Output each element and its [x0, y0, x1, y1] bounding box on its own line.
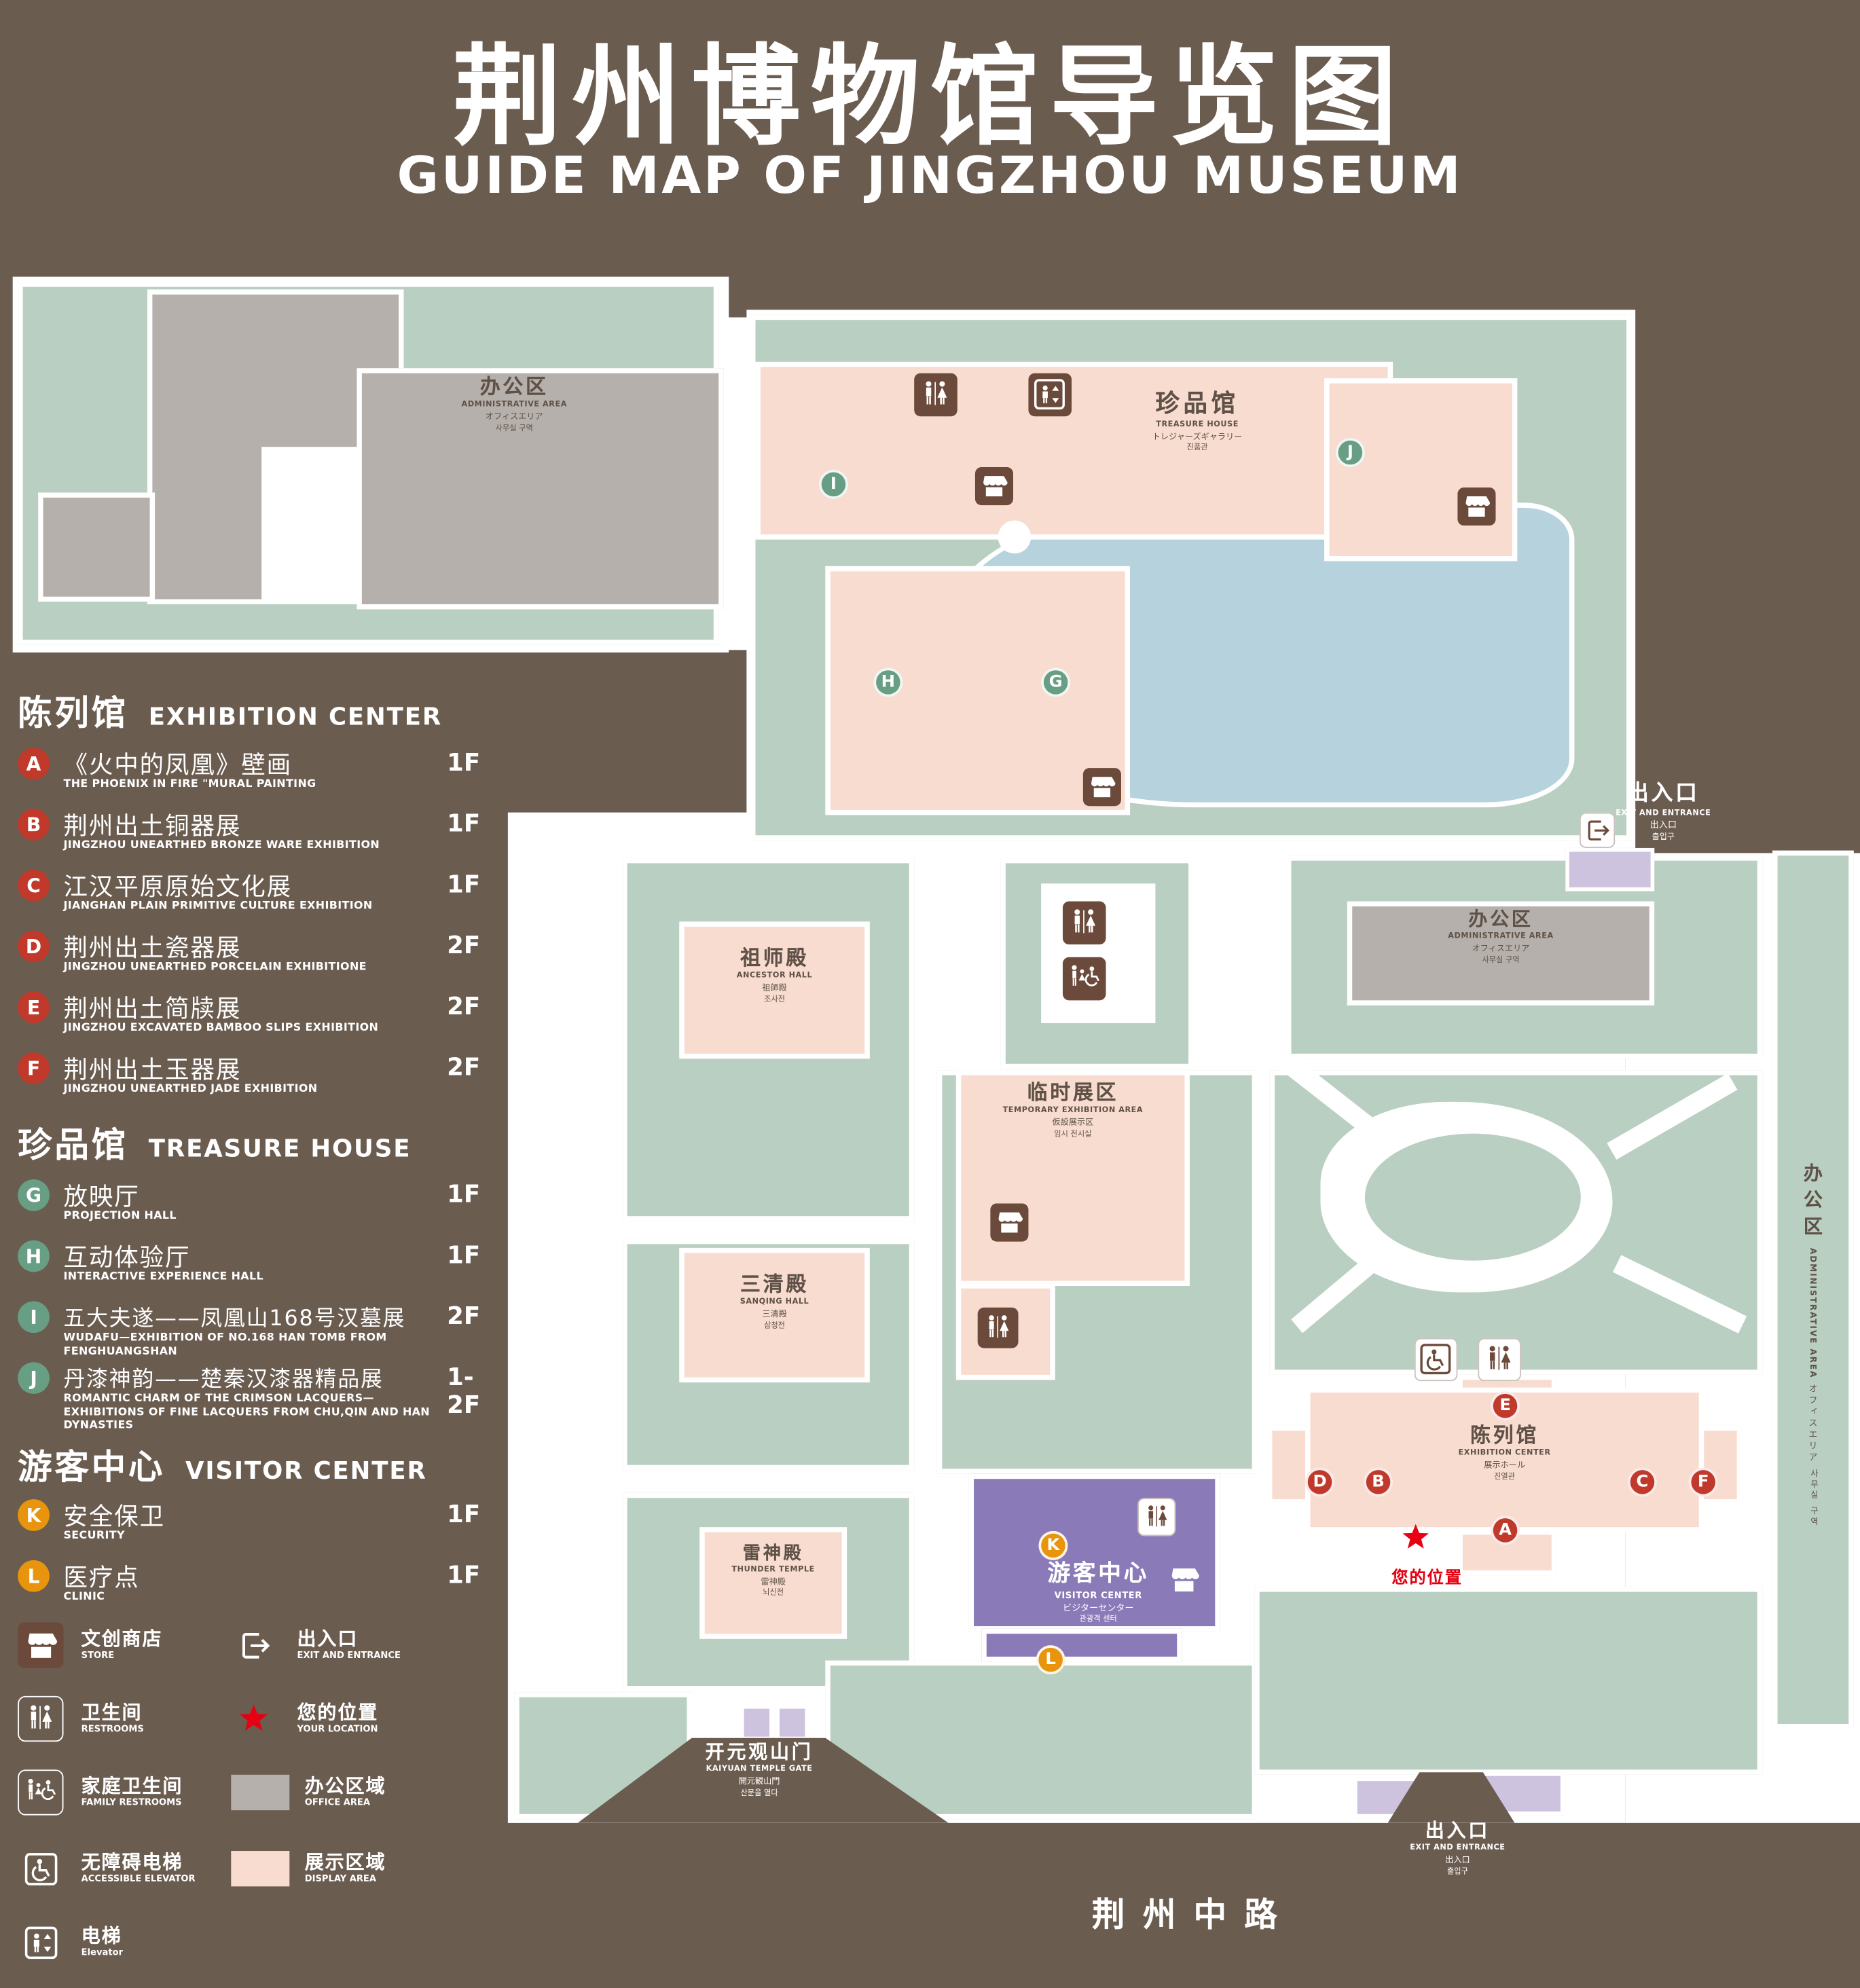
- legend-item-h: H 互动体验厅 INTERACTIVE EXPERIENCE HALL 1F: [18, 1239, 503, 1295]
- exit-icon: [1579, 812, 1616, 848]
- legend-item-b: B 荆州出土铜器展 JINGZHOU UNEARTHED BRONZE WARE…: [18, 807, 503, 863]
- label-exit-south: 出入口 EXIT AND ENTRANCE 出入口 출입구: [1410, 1819, 1506, 1876]
- restroom-icon: [1137, 1498, 1176, 1536]
- label-temporary-exhibition: 临时展区 TEMPORARY EXHIBITION AREA 仮設展示区 임시 …: [1002, 1080, 1144, 1139]
- badge-d: D: [18, 930, 50, 963]
- visitor-center-annex: [981, 1628, 1182, 1662]
- badge-h: H: [18, 1240, 50, 1272]
- legend-item-k: K 安全保卫 SECURITY 1F: [18, 1498, 503, 1553]
- legend-item-j: J 丹漆神韵——楚秦汉漆器精品展 ROMANTIC CHARM OF THE C…: [18, 1361, 503, 1437]
- restroom-icon: [18, 1695, 64, 1742]
- marker-c: C: [1627, 1467, 1657, 1497]
- marker-e: E: [1491, 1391, 1520, 1421]
- thunder-temple-building: [699, 1527, 847, 1639]
- temporary-exhibition-building: [955, 1070, 1190, 1287]
- marker-j: J: [1335, 438, 1365, 468]
- restroom-icon: [914, 373, 958, 417]
- marker-h: H: [873, 667, 903, 697]
- restroom-icon: [1478, 1338, 1521, 1382]
- badge-g: G: [18, 1179, 50, 1211]
- treasure-house-east-wing: [1324, 378, 1518, 562]
- marker-a: A: [1491, 1515, 1520, 1545]
- lawn-bottom-right: [1254, 1587, 1763, 1775]
- treasure-house-north-wing: [755, 361, 1393, 540]
- badge-e: E: [18, 991, 50, 1023]
- office-building-topleft-c: [38, 492, 156, 602]
- store-icon: [1163, 1559, 1207, 1602]
- label-visitor-center: 游客中心 VISITOR CENTER ビジターセンター 관광객 센터: [1047, 1560, 1150, 1623]
- store-icon: [1457, 487, 1496, 526]
- marker-b: B: [1364, 1467, 1393, 1497]
- office-courtyard: [261, 447, 361, 604]
- marker-k: K: [1038, 1530, 1068, 1560]
- legend-item-g: G 放映厅 PROJECTION HALL 1F: [18, 1178, 503, 1234]
- legend-item-a: A 《火中的凤凰》壁画 THE PHOENIX IN FIRE "MURAL P…: [18, 746, 503, 802]
- gate-kiosk-right: [776, 1705, 809, 1741]
- label-admin-topleft: 办公区 ADMINISTRATIVE AREA オフィスエリア 사무실 구역: [461, 374, 567, 433]
- marker-i: I: [818, 469, 848, 499]
- exit-icon: [231, 1622, 276, 1668]
- family-restroom-icon: [18, 1769, 64, 1816]
- label-exhibition-center: 陈列馆 EXHIBITION CENTER 展示ホール 진열관: [1458, 1422, 1551, 1481]
- badge-a: A: [18, 748, 50, 779]
- label-sanqing-hall: 三清殿 SANQING HALL 三清殿 삼청전: [740, 1272, 809, 1330]
- legend-item-l: L 医疗点 CLINIC 1F: [18, 1559, 503, 1615]
- marker-d: D: [1305, 1467, 1335, 1497]
- legend-section-visitor-center: 游客中心 VISITOR CENTER: [18, 1448, 427, 1488]
- store-icon: [974, 467, 1014, 506]
- accessible-elevator-icon: [18, 1846, 63, 1892]
- badge-i: I: [18, 1301, 50, 1333]
- label-road: 荆州中路: [1091, 1896, 1296, 1935]
- marker-g: G: [1041, 667, 1071, 697]
- badge-j: J: [18, 1362, 50, 1394]
- label-admin-mid: 办公区 ADMINISTRATIVE AREA オフィスエリア 사무실 구역: [1448, 907, 1554, 965]
- your-location-star-icon: [234, 1699, 274, 1740]
- legend-item-e: E 荆州出土简牍展 JINGZHOU EXCAVATED BAMBOO SLIP…: [18, 990, 503, 1046]
- badge-c: C: [18, 869, 50, 902]
- legend-item-d: D 荆州出土瓷器展 JINGZHOU UNEARTHED PORCELAIN E…: [18, 929, 503, 985]
- lawn-right-strip: [1772, 850, 1854, 1729]
- badge-k: K: [18, 1499, 50, 1531]
- your-location-label: 您的位置: [1391, 1568, 1463, 1588]
- ancestor-hall-building: [679, 921, 870, 1059]
- store-icon: [1082, 768, 1121, 807]
- label-admin-right-strip: 办公区 ADMINISTRATIVE AREA オフィスエリア 사무실 구역: [1801, 1163, 1824, 1528]
- page-title: 荆州博物馆导览图: [452, 34, 1408, 162]
- badge-l: L: [18, 1560, 50, 1592]
- label-exit-east: 出入口 EXIT AND ENTRANCE 出入口 출입구: [1616, 780, 1711, 843]
- sanqing-hall-building: [679, 1247, 870, 1383]
- garden-island: [1364, 1133, 1581, 1261]
- elevator-icon: [18, 1919, 63, 1965]
- accessible-elevator-icon: [1414, 1338, 1458, 1382]
- office-building-topleft-b: [357, 368, 724, 610]
- legend-section-treasure-house: 珍品馆 TREASURE HOUSE: [18, 1126, 412, 1166]
- family-restroom-icon: [1062, 957, 1106, 1001]
- legend-item-c: C 江汉平原原始文化展 JIANGHAN PLAIN PRIMITIVE CUL…: [18, 868, 503, 924]
- legend-section-exhibition-center: 陈列馆 EXHIBITION CENTER: [18, 694, 443, 734]
- store-icon: [18, 1622, 64, 1668]
- restroom-icon: [977, 1307, 1019, 1348]
- office-building-mid: [1347, 901, 1655, 1006]
- label-thunder-temple: 雷神殿 THUNDER TEMPLE 雷神殿 뇌신전: [731, 1543, 815, 1598]
- marker-f: F: [1688, 1467, 1718, 1497]
- label-treasure-house: 珍品馆 TREASURE HOUSE トレジャーズギャラリー 진품관: [1152, 389, 1243, 452]
- legend-item-f: F 荆州出土玉器展 JINGZHOU UNEARTHED JADE EXHIBI…: [18, 1051, 503, 1107]
- display-area-swatch: [231, 1851, 290, 1887]
- badge-f: F: [18, 1052, 50, 1084]
- restroom-icon: [1062, 901, 1106, 945]
- your-location-star-icon: [1397, 1518, 1435, 1556]
- pond-feature-circle: [998, 520, 1032, 554]
- elevator-icon: [1028, 373, 1072, 417]
- label-ancestor-hall: 祖师殿 ANCESTOR HALL 祖師殿 조사전: [736, 945, 813, 1004]
- office-area-swatch: [231, 1774, 290, 1811]
- label-kaiyuan-gate: 开元观山门 KAIYUAN TEMPLE GATE 開元観山門 산문을 열다: [705, 1740, 814, 1797]
- page-subtitle: GUIDE MAP OF JINGZHOU MUSEUM: [397, 147, 1463, 206]
- entrance-building-east: [1565, 847, 1655, 891]
- gate-kiosk-left: [740, 1705, 773, 1741]
- legend-item-i: I 五大夫遂——凤凰山168号汉墓展 WUDAFU—EXHIBITION OF …: [18, 1300, 503, 1358]
- badge-b: B: [18, 808, 50, 841]
- store-icon: [990, 1203, 1029, 1242]
- marker-l: L: [1036, 1645, 1065, 1675]
